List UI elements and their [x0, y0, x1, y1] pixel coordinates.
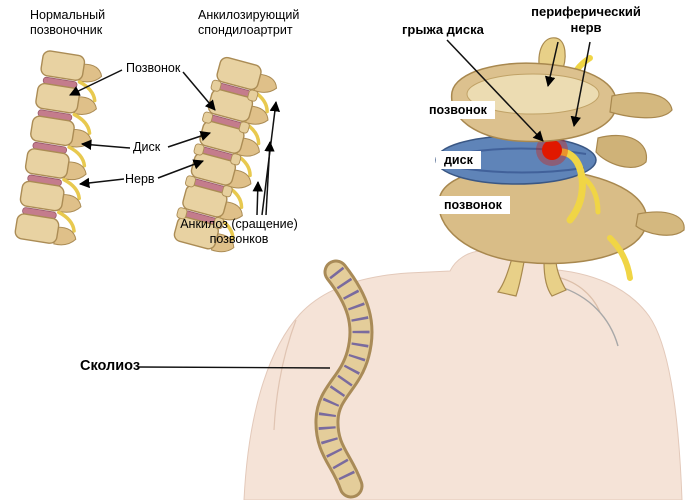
vertebra-bottom-box-label: позвонок	[436, 196, 510, 215]
arrow-hernia	[446, 39, 544, 142]
arrow-vertebra-to-as-spine	[182, 71, 216, 111]
disc-label: Диск	[133, 140, 161, 154]
upper-vertebra-top-face	[466, 73, 600, 115]
torso-back	[243, 250, 683, 500]
inferior-process-left	[496, 257, 525, 297]
ankylosis-label: Анкилоз (сращение) позвонков	[180, 217, 298, 247]
facet-joint-bone	[595, 134, 647, 168]
pinched-nerve-branch	[577, 173, 601, 215]
arrow-vertebra-to-normal-spine	[69, 69, 123, 96]
disc-box-label: диск	[436, 151, 481, 170]
inferior-process-right	[543, 259, 567, 297]
nerve-label: Нерв	[125, 172, 155, 186]
upper-right-process	[609, 92, 673, 119]
arrow-disc-to-as-spine	[167, 131, 211, 148]
lower-nerve	[607, 235, 633, 281]
ankylosing-spine-illustration	[173, 54, 283, 253]
vertebra-top-box-label: позвонок	[421, 101, 495, 120]
normal-spine-illustration	[14, 48, 106, 246]
shoulder-line	[557, 285, 619, 347]
lower-right-process	[635, 211, 685, 236]
hernia-label: грыжа диска	[402, 22, 484, 37]
arrow-ankylosis-2	[264, 140, 275, 216]
normal-spine-title: Нормальный позвоночник	[30, 8, 106, 38]
hernia-spot	[542, 140, 562, 160]
spine-discs	[318, 266, 370, 490]
fused-bone-bridges	[176, 79, 259, 230]
arrow-peripheral-nerve-1	[544, 41, 559, 88]
scoliosis-illustration	[137, 250, 683, 500]
left-arm-crease-line	[273, 319, 297, 431]
arrow-peripheral-nerve-2	[570, 41, 591, 128]
arrow-ankylosis-3	[252, 180, 263, 216]
scoliosis-label: Сколиоз	[80, 358, 141, 374]
peripheral-nerve-label: периферический нерв	[531, 4, 641, 35]
arrow-disc-to-normal-spine	[80, 139, 131, 151]
curved-spine	[314, 259, 374, 499]
arrow-nerve-to-as-spine	[157, 159, 204, 179]
scoliosis-pointer-line	[137, 366, 331, 369]
annotation-arrows	[69, 39, 591, 216]
as-spine-title: Анкилозирующий спондилоартрит	[198, 8, 300, 38]
arrow-nerve-to-normal-spine	[78, 177, 125, 189]
vertebra-label: Позвонок	[126, 61, 181, 75]
